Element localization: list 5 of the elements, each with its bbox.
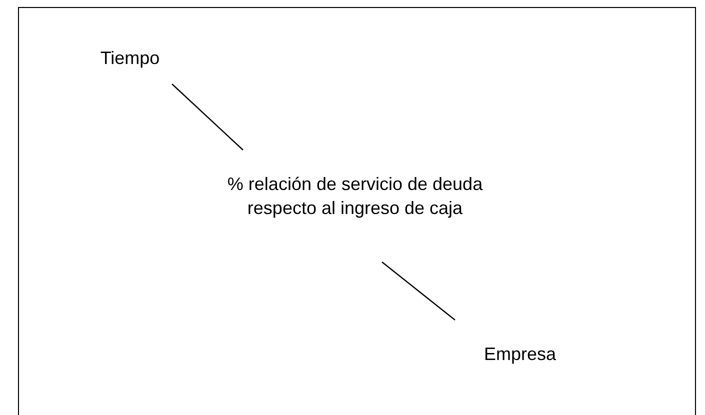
connector-line [172, 84, 244, 150]
node-label: % relación de servicio de deuda respecto al ingreso de caja [226, 173, 484, 220]
node-label: Tiempo [100, 47, 160, 70]
node-label: Empresa [484, 343, 556, 366]
connector-line [382, 262, 456, 320]
